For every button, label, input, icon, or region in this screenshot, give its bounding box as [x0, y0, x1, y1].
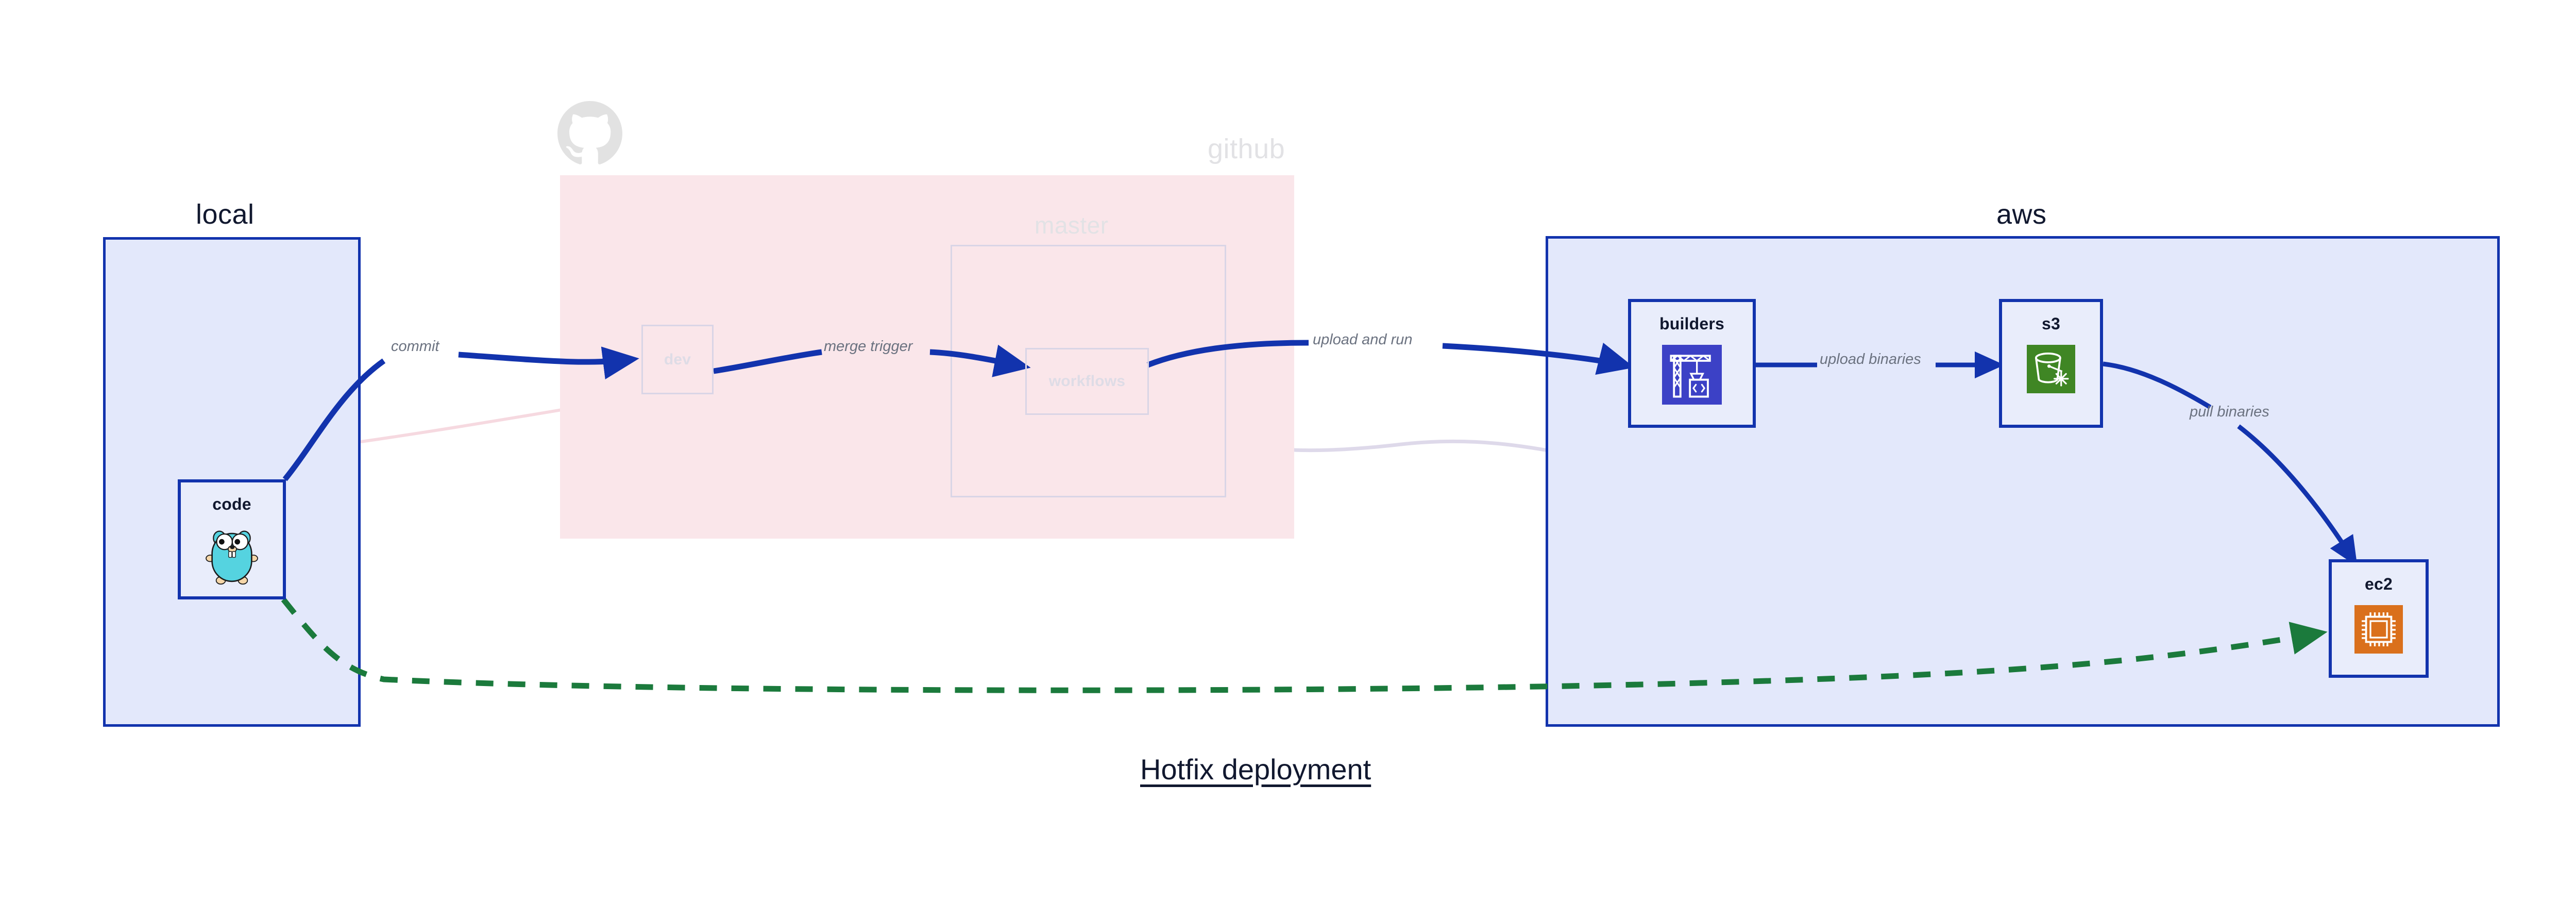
- node-s3[interactable]: s3: [1999, 299, 2103, 428]
- node-code[interactable]: code: [178, 479, 286, 599]
- edge-pull-binaries-seg2: [2237, 424, 2358, 566]
- edge-pull-binaries-seg1: [2103, 361, 2212, 409]
- edge-upload-and-run-seg2: [1442, 342, 1635, 375]
- subcluster-master-label: master: [1035, 212, 1109, 239]
- edge-upload-and-run-seg1: [1147, 340, 1309, 368]
- aws-ec2-icon: [2354, 605, 2403, 656]
- node-builders[interactable]: builders: [1628, 299, 1756, 428]
- edge-commit-seg2: [458, 346, 639, 379]
- edge-label-merge-trigger: merge trigger: [824, 338, 913, 355]
- edge-label-upload-binaries: upload binaries: [1820, 351, 1921, 368]
- edge-label-pull-binaries: pull binaries: [2190, 404, 2269, 420]
- cluster-aws-label: aws: [1996, 199, 2047, 230]
- node-builders-label: builders: [1659, 314, 1725, 333]
- aws-s3-glacier-icon: [2027, 345, 2075, 396]
- edge-hotfix-direct: [281, 597, 2328, 693]
- subcluster-master: [951, 245, 1226, 497]
- aws-codebuild-icon: [1662, 345, 1722, 407]
- edge-commit-seg1: [282, 358, 386, 481]
- github-octocat-icon: [557, 101, 622, 164]
- node-workflows[interactable]: workflows: [1025, 348, 1149, 415]
- diagram-title: Hotfix deployment: [1140, 753, 1371, 786]
- node-code-label: code: [212, 495, 251, 513]
- node-dev-label: dev: [664, 350, 691, 368]
- edge-label-upload-and-run: upload and run: [1312, 331, 1414, 348]
- cluster-github-label: github: [1208, 133, 1285, 164]
- node-ec2[interactable]: ec2: [2329, 559, 2429, 678]
- edge-label-commit: commit: [390, 338, 440, 355]
- edge-merge-trigger-seg2: [929, 344, 1031, 377]
- node-workflows-label: workflows: [1048, 373, 1126, 390]
- node-s3-label: s3: [2042, 314, 2060, 333]
- node-ec2-label: ec2: [2365, 575, 2393, 593]
- edge-merge-trigger-seg1: [713, 349, 822, 374]
- cluster-local-label: local: [196, 199, 255, 230]
- go-gopher-icon: [202, 525, 262, 588]
- node-dev[interactable]: dev: [641, 325, 714, 394]
